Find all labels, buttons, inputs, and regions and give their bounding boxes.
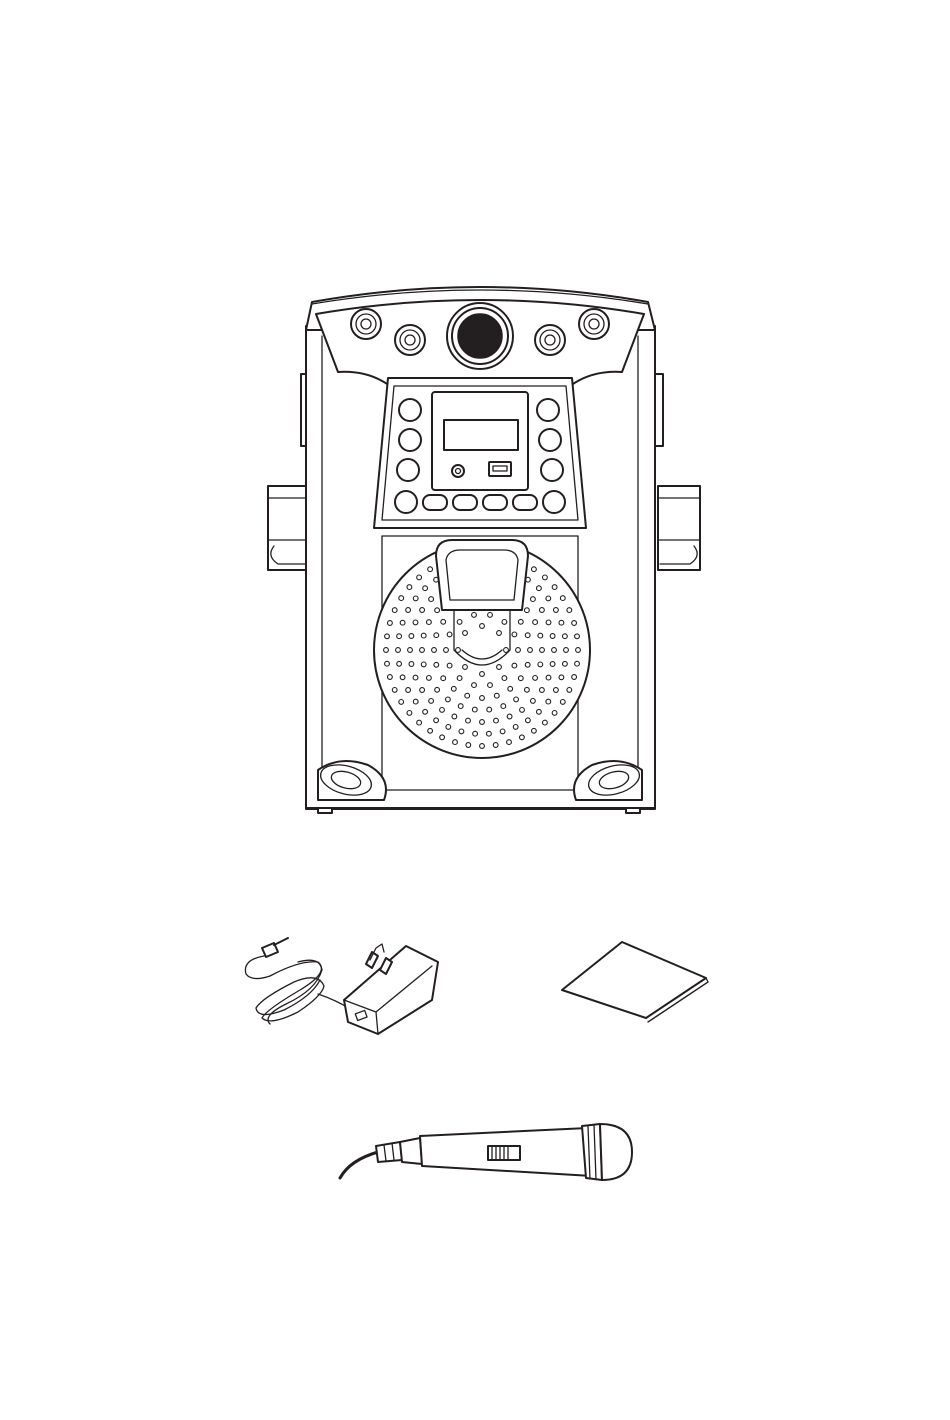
right-handle bbox=[654, 374, 700, 570]
mic-jack bbox=[452, 465, 464, 477]
karaoke-machine-icon bbox=[268, 287, 700, 813]
microphone-icon bbox=[340, 1124, 632, 1180]
left-handle bbox=[268, 374, 310, 570]
lcd-display bbox=[444, 420, 518, 450]
manual-icon bbox=[562, 942, 708, 1022]
usb-port bbox=[489, 462, 511, 476]
ac-adapter-icon bbox=[245, 938, 438, 1034]
